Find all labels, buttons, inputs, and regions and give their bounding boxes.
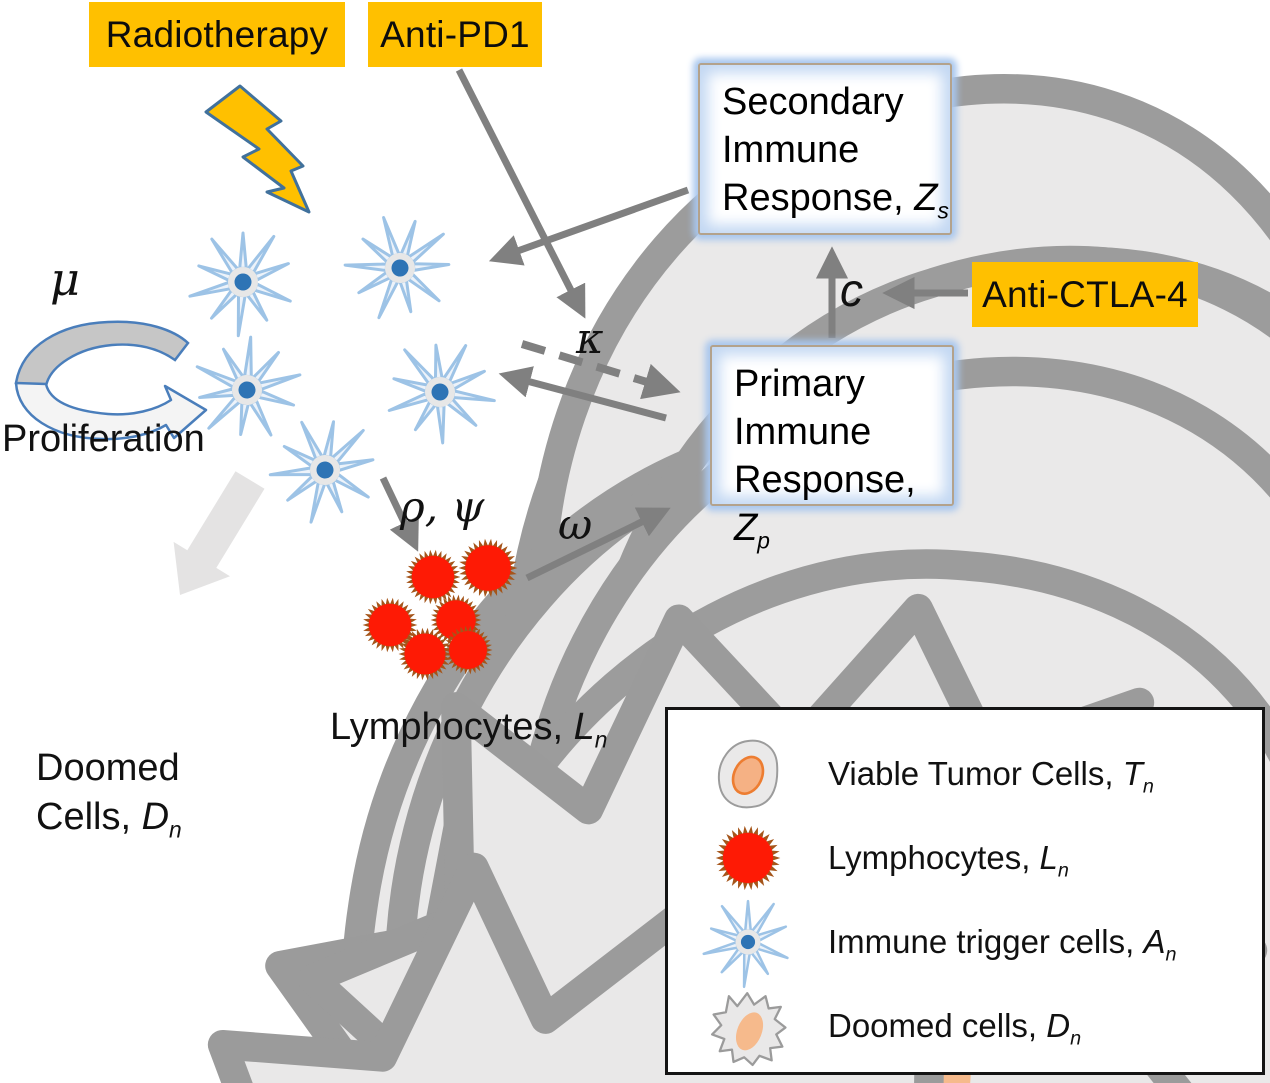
arrow-kappa-dashed [520,340,681,400]
arrow-primary-to-tumor [498,366,667,422]
immune-trigger-cell-icon [268,420,375,524]
immune-trigger-cell-icon [387,343,496,445]
death-arrow [173,471,265,595]
immune-trigger-cell-icon [188,231,292,338]
mu-label: μ [50,252,80,306]
viable-tumor-cell-icon [717,739,779,809]
legend-row-immune-trigger: Immune trigger cells, An [668,899,1262,989]
kappa-label: κ [576,314,604,363]
legend-label: Lymphocytes, Ln [828,839,1069,882]
lymphocytes-label: Lymphocytes, Ln [330,706,608,753]
legend-row-viable-tumor: Viable Tumor Cells, Tn [668,732,1262,816]
lymphocyte-icon [715,825,781,891]
c-label: c [840,264,863,316]
omega-label: ω [558,500,593,549]
primary-line2: Immune [734,411,872,453]
arrow-tumor-to-lymphocytes [379,476,419,552]
primary-immune-response-box: Primary Immune Response, Zp [710,345,954,552]
arrow-secondary-to-tumor [488,186,690,266]
legend-row-doomed: Doomed cells, Dn [668,984,1262,1068]
proliferation-label: Proliferation [2,418,205,460]
primary-line1: Primary [734,363,865,405]
radiotherapy-label: Radiotherapy [89,2,345,67]
secondary-line3: Response, Zs [722,177,949,224]
immune-trigger-cell-icon [195,335,302,437]
secondary-line2: Immune [722,129,860,171]
doomed-cell-icon [710,992,787,1067]
legend-box: Viable Tumor Cells, Tn Lymphocytes, Ln I… [665,707,1265,1075]
legend-row-lymphocytes: Lymphocytes, Ln [668,816,1262,900]
arrows [379,68,968,582]
legend-label: Immune trigger cells, An [828,923,1177,966]
proliferation-loop-icon [14,320,208,441]
tumor-cluster [188,0,1270,1083]
secondary-line1: Secondary [722,81,904,123]
legend-label: Viable Tumor Cells, Tn [828,755,1154,798]
rho-psi-label: ρ, ψ [400,482,485,531]
anti-ctla4-label: Anti-CTLA-4 [972,262,1198,327]
doomed-cells-label: Doomed Cells, Dn [36,747,182,843]
legend-label: Doomed cells, Dn [828,1007,1082,1050]
secondary-immune-response-box: Secondary Immune Response, Zs [698,63,952,235]
immune-trigger-cell-icon [343,216,451,320]
arrow-antipd1-to-kappa [455,68,586,319]
arrow-lymphocytes-to-primary [525,507,671,582]
lightning-bolt-icon [204,84,311,214]
anti-pd1-label: Anti-PD1 [368,2,542,67]
immune-trigger-cell-icon [702,899,789,989]
primary-line3: Response, Zp [734,459,916,554]
lymphocyte-cluster [362,538,518,681]
